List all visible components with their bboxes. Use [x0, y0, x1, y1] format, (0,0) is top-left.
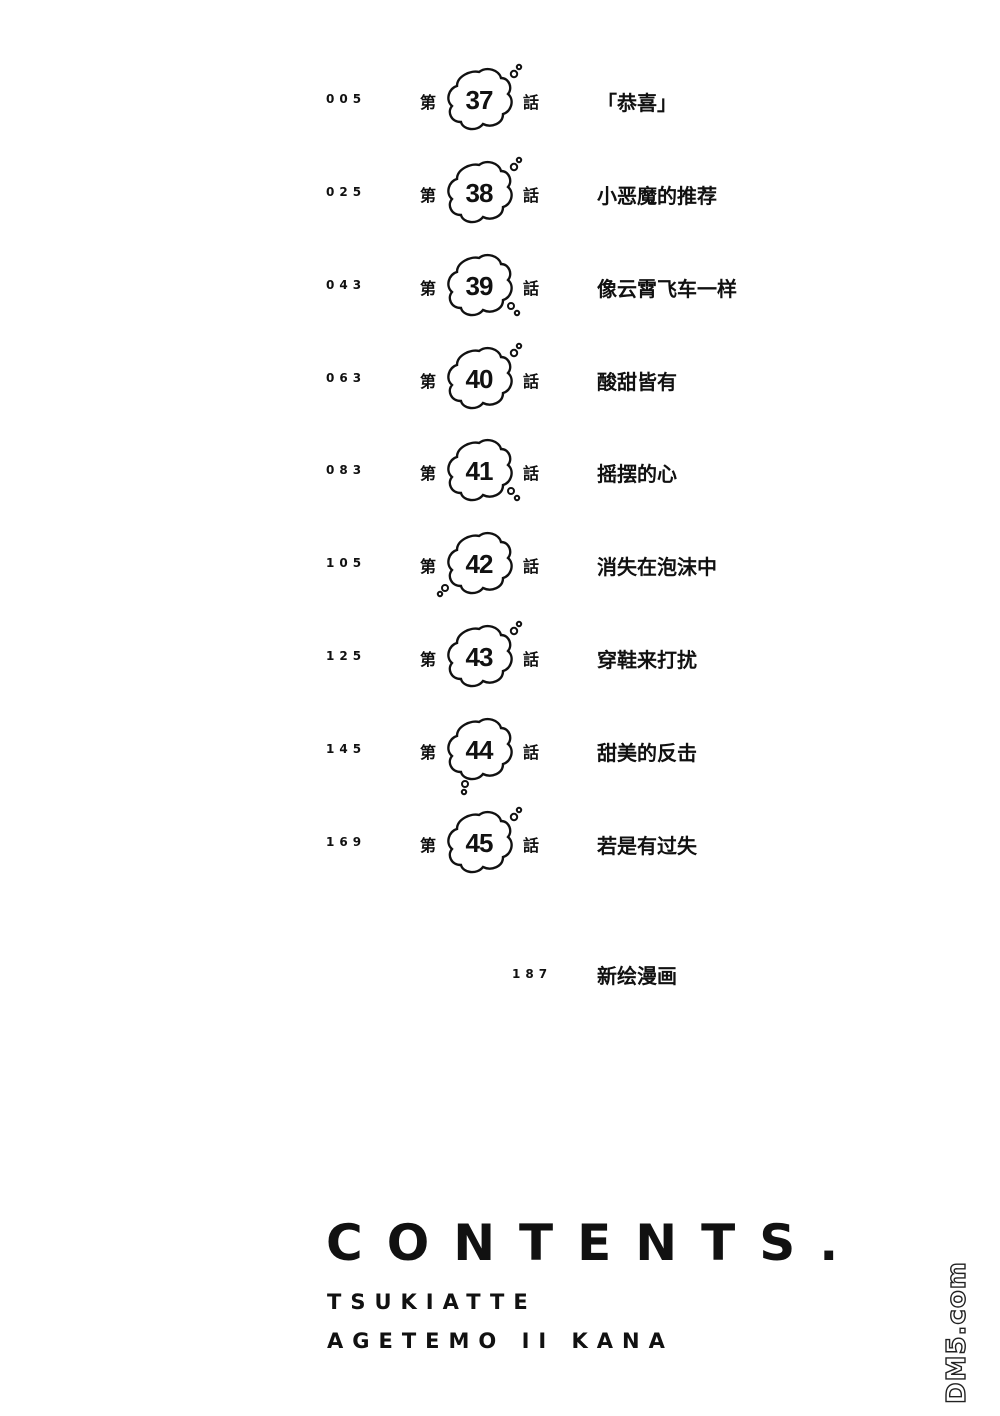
chapter-number: 42 — [465, 549, 494, 579]
chapter-title: 摇摆的心 — [597, 462, 677, 486]
series-title-line-1: TSUKIATTE — [327, 1290, 537, 1314]
chapter-cloud-badge: 40 — [443, 342, 527, 415]
chapter-cloud-badge: 37 — [443, 63, 527, 136]
chapter-number: 37 — [465, 85, 494, 115]
chapter-suffix: 話 — [523, 279, 540, 298]
cloud-bubble-icon — [447, 63, 523, 131]
page-number: 125 — [326, 649, 367, 663]
chapter-cloud-badge: 44 — [443, 714, 527, 796]
toc-entry: 105 第 42 話 消失在泡沫中 — [0, 531, 1000, 598]
page-number: 043 — [326, 278, 367, 292]
extra-title: 新绘漫画 — [597, 964, 677, 988]
extra-page-number: 187 — [512, 967, 553, 981]
chapter-title: 消失在泡沫中 — [597, 555, 717, 579]
toc-entry: 169 第 45 話 若是有过失 — [0, 806, 1000, 874]
chapter-suffix: 話 — [523, 372, 540, 391]
toc-entry: 083 第 41 話 摇摆的心 — [0, 438, 1000, 502]
chapter-cloud-badge: 43 — [443, 620, 527, 693]
chapter-number: 41 — [465, 456, 494, 486]
chapter-prefix: 第 — [420, 93, 437, 112]
chapter-number: 44 — [465, 735, 494, 765]
page-number: 145 — [326, 742, 367, 756]
chapter-prefix: 第 — [420, 372, 437, 391]
page-number: 063 — [326, 371, 367, 385]
chapter-title: 小恶魔的推荐 — [597, 184, 717, 208]
chapter-cloud-badge: 42 — [436, 528, 527, 600]
page-number: 105 — [326, 556, 367, 570]
cloud-bubble-icon — [447, 342, 523, 410]
chapter-suffix: 話 — [523, 743, 540, 762]
series-title-line-2: AGETEMO II KANA — [327, 1329, 674, 1353]
chapter-prefix: 第 — [420, 464, 437, 483]
toc-entry: 125 第 43 話 穿鞋来打扰 — [0, 620, 1000, 688]
page-number: 083 — [326, 463, 367, 477]
chapter-title: 甜美的反击 — [597, 741, 697, 765]
cloud-bubble-icon — [447, 438, 521, 502]
chapter-prefix: 第 — [420, 650, 437, 669]
chapter-prefix: 第 — [420, 836, 437, 855]
cloud-bubble-icon — [447, 620, 523, 688]
chapter-number: 45 — [465, 828, 494, 858]
chapter-suffix: 話 — [523, 557, 540, 576]
chapter-suffix: 話 — [523, 464, 540, 483]
chapter-cloud-badge: 39 — [443, 250, 527, 322]
toc-entry: 025 第 38 話 小恶魔的推荐 — [0, 156, 1000, 224]
chapter-cloud-badge: 38 — [443, 156, 527, 229]
page-number: 005 — [326, 92, 367, 106]
toc-entry: 145 第 44 話 甜美的反击 — [0, 717, 1000, 796]
page-number: 169 — [326, 835, 367, 849]
cloud-bubble-icon — [436, 531, 513, 598]
chapter-number: 43 — [465, 642, 494, 672]
chapter-cloud-badge: 41 — [443, 435, 527, 507]
chapter-title: 「恭喜」 — [597, 91, 677, 115]
cloud-bubble-icon — [447, 806, 523, 874]
chapter-prefix: 第 — [420, 557, 437, 576]
cloud-bubble-icon — [447, 156, 523, 224]
chapter-number: 39 — [465, 271, 494, 301]
chapter-title: 酸甜皆有 — [597, 370, 677, 394]
page-number: 025 — [326, 185, 367, 199]
chapter-title: 像云霄飞车一样 — [597, 277, 737, 301]
chapter-title: 穿鞋来打扰 — [597, 648, 697, 672]
chapter-prefix: 第 — [420, 279, 437, 298]
chapter-suffix: 話 — [523, 186, 540, 205]
chapter-title: 若是有过失 — [597, 834, 697, 858]
chapter-suffix: 話 — [523, 836, 540, 855]
chapter-number: 38 — [465, 178, 494, 208]
watermark-text: DM5.com — [941, 1261, 972, 1405]
chapter-suffix: 話 — [523, 650, 540, 669]
toc-entry: 043 第 39 話 像云霄飞车一样 — [0, 253, 1000, 317]
chapter-prefix: 第 — [420, 743, 437, 762]
toc-entry: 063 第 40 話 酸甜皆有 — [0, 342, 1000, 410]
watermark-logo: DM5.com — [920, 1261, 1000, 1412]
chapter-suffix: 話 — [523, 93, 540, 112]
toc-entry: 005 第 37 話 「恭喜」 — [0, 63, 1000, 131]
chapter-cloud-badge: 45 — [443, 806, 527, 879]
contents-heading: CONTENTS. — [326, 1214, 863, 1272]
chapter-prefix: 第 — [420, 186, 437, 205]
cloud-bubble-icon — [447, 717, 513, 796]
cloud-bubble-icon — [447, 253, 521, 317]
chapter-number: 40 — [465, 364, 494, 394]
